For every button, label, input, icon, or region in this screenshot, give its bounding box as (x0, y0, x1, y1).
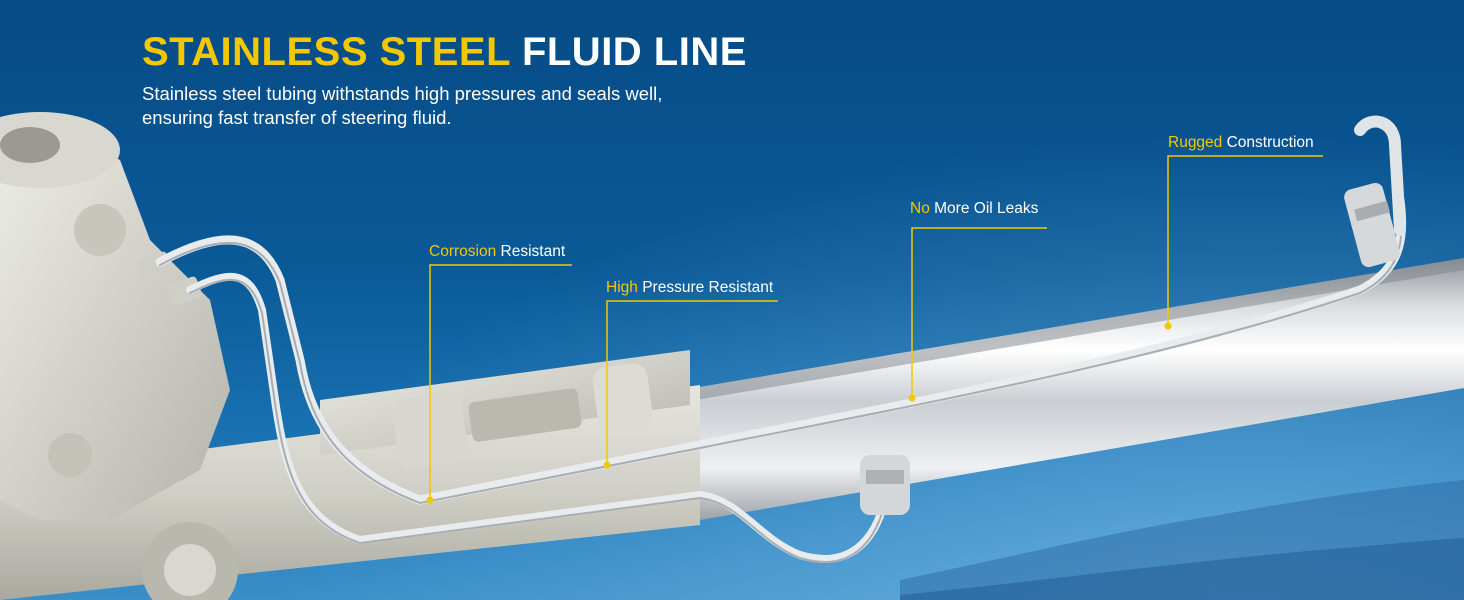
callout-rugged-construction: Rugged Construction (1168, 134, 1314, 152)
description: Stainless steel tubing withstands high p… (142, 82, 782, 130)
headline-highlight: STAINLESS STEEL (142, 30, 511, 74)
callout-high-pressure-resistant: High Pressure Resistant (606, 279, 773, 297)
callout-key: High (606, 279, 638, 296)
callout-text: Pressure Resistant (642, 279, 774, 296)
callout-text: Resistant (500, 243, 566, 260)
description-line-1: Stainless steel tubing withstands high p… (142, 83, 663, 104)
callout-no-more-oil-leaks: No More Oil Leaks (910, 200, 1038, 218)
callout-text: Construction (1226, 134, 1314, 151)
hills-silhouette (900, 480, 1464, 600)
callout-text: More Oil Leaks (934, 200, 1039, 217)
headline-rest: FLUID LINE (521, 30, 747, 74)
description-line-2: ensuring fast transfer of steering fluid… (142, 107, 452, 128)
callout-key: Rugged (1168, 134, 1223, 151)
callout-key: Corrosion (429, 243, 497, 260)
headline: STAINLESS STEEL FLUID LINE (142, 28, 747, 76)
callout-corrosion-resistant: Corrosion Resistant (429, 243, 565, 261)
callout-key: No (910, 200, 930, 217)
